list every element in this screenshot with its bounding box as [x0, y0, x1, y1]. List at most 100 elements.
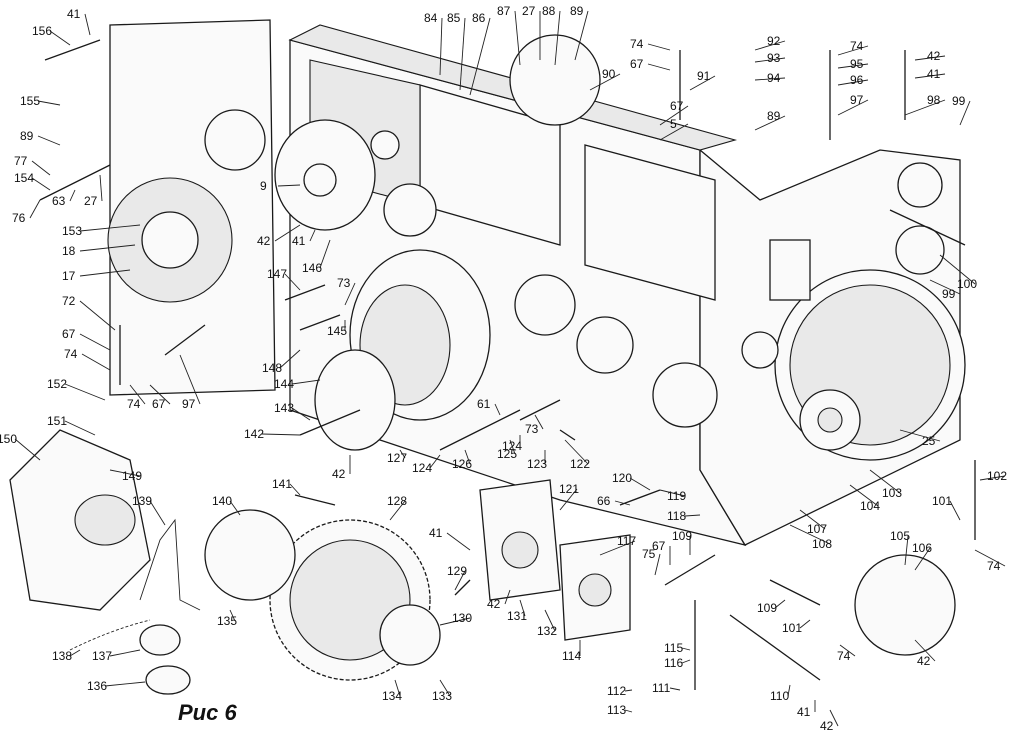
part-number-label: 95: [850, 57, 864, 71]
part-number-label: 87: [497, 4, 511, 18]
part-number-label: 92: [767, 34, 781, 48]
leader-line: [79, 269, 131, 277]
part-number-label: 135: [217, 614, 237, 628]
part-number-label: 27: [522, 4, 536, 18]
leader-line: [899, 429, 941, 442]
part-number-label: 101: [932, 494, 952, 508]
part-number-label: 125: [497, 447, 517, 461]
part-number-label: 142: [244, 427, 264, 441]
leader-line: [689, 75, 716, 91]
part-number-label: 91: [697, 69, 711, 83]
leader-line: [469, 17, 491, 96]
leader-line: [109, 469, 141, 477]
part-number-label: 42: [332, 467, 346, 481]
part-number-label: 85: [447, 11, 461, 25]
part-number-label: 136: [87, 679, 107, 693]
part-number-label: 89: [570, 4, 584, 18]
part-number-label: 97: [182, 397, 196, 411]
leader-line: [829, 709, 839, 727]
leader-line: [504, 589, 511, 605]
part-number-label: 18: [62, 244, 76, 258]
leader-line: [544, 609, 556, 632]
part-number-label: 124: [502, 439, 522, 453]
part-number-label: 73: [525, 422, 539, 436]
studs-and-bolts: [39, 39, 976, 690]
part-number-label: 124: [412, 461, 432, 475]
part-number-label: 42: [820, 719, 834, 733]
leader-line: [629, 477, 651, 491]
leader-line: [319, 239, 331, 269]
part-number-label: 145: [327, 324, 347, 338]
ring-gear: [774, 269, 966, 461]
part-number-label: 107: [807, 522, 827, 536]
part-number-label: 96: [850, 73, 864, 87]
part-number-label: 106: [912, 541, 932, 555]
leader-line: [614, 500, 631, 506]
leader-line: [789, 524, 831, 545]
leader-line: [914, 55, 946, 61]
leader-line: [837, 79, 869, 86]
part-number-label: 123: [527, 457, 547, 471]
leader-line: [839, 644, 856, 657]
leader-line: [389, 500, 406, 521]
part-number-label: 67: [630, 57, 644, 71]
leader-line: [291, 407, 311, 421]
leader-line: [289, 483, 301, 496]
part-number-label: 41: [292, 234, 306, 248]
leader-line: [647, 63, 671, 71]
strainer-disc: [274, 119, 376, 231]
part-number-label: 90: [602, 67, 616, 81]
leader-line: [439, 17, 443, 76]
leader-line: [574, 10, 589, 61]
part-number-label: 117: [617, 534, 636, 548]
leader-line: [394, 679, 401, 697]
leader-line: [229, 500, 241, 516]
leader-line: [904, 99, 946, 116]
part-number-label: 74: [127, 397, 141, 411]
part-number-label: 42: [927, 49, 941, 63]
leader-line: [291, 379, 321, 385]
leader-line: [37, 100, 61, 106]
part-number-label: 150: [0, 432, 17, 446]
leader-line: [869, 469, 901, 494]
leader-line: [914, 639, 936, 662]
part-number-label: 101: [782, 621, 802, 635]
leader-line: [274, 224, 301, 242]
side-cover-left: [107, 19, 276, 396]
leader-line: [129, 384, 146, 405]
leader-line: [659, 489, 686, 497]
leader-line: [564, 439, 589, 465]
leader-line: [914, 73, 946, 79]
part-number-label: 127: [387, 451, 407, 465]
part-number-label: 42: [917, 654, 931, 668]
leader-line: [904, 535, 909, 566]
leader-line: [149, 384, 171, 405]
leader-line: [624, 709, 633, 713]
part-number-label: 27: [84, 194, 98, 208]
leader-line: [799, 509, 826, 530]
part-number-label: 122: [570, 457, 590, 471]
part-number-label: 121: [559, 482, 579, 496]
leader-line: [399, 449, 406, 459]
part-number-label: 72: [62, 294, 76, 308]
leader-line: [754, 77, 786, 81]
leader-line: [284, 273, 301, 291]
leader-line: [344, 282, 356, 306]
part-number-label: 104: [860, 499, 880, 513]
part-number-label: 67: [652, 539, 666, 553]
cover-disc: [314, 249, 491, 451]
part-number-label: 152: [47, 377, 67, 391]
part-number-label: 67: [152, 397, 166, 411]
leader-line: [439, 679, 451, 697]
part-number-label: 61: [477, 397, 491, 411]
leader-line: [654, 553, 661, 576]
leader-line: [837, 45, 869, 56]
part-number-label: 131: [507, 609, 527, 623]
part-number-label: 133: [432, 689, 452, 703]
leader-line: [79, 224, 141, 232]
leader-line: [624, 689, 633, 692]
leader-line: [69, 649, 81, 657]
pump-body: [9, 429, 151, 611]
